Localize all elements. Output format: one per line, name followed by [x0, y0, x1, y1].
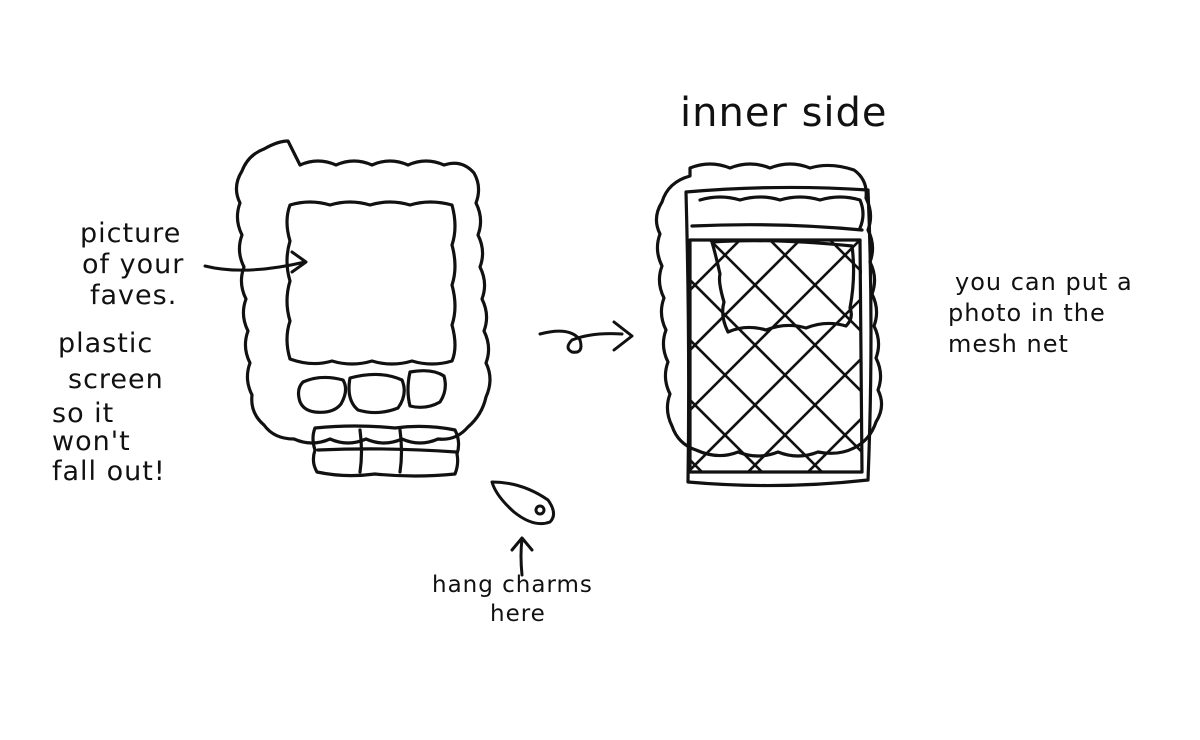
sketch-title: inner side	[680, 90, 888, 136]
plastic-line-3: so it	[52, 398, 114, 429]
plastic-note: plastic screen so it won't fall out!	[52, 328, 166, 487]
arrow-to-inner-icon	[538, 320, 634, 354]
plastic-line-4: won't	[52, 426, 131, 457]
charms-line-2: here	[490, 601, 546, 627]
charms-note: hang charms here	[432, 572, 593, 627]
front-screen-window	[285, 200, 457, 366]
picture-note: picture of your faves.	[80, 218, 184, 311]
front-key-center	[347, 372, 406, 415]
charm-tag-icon	[490, 480, 555, 526]
arrow-to-charm-icon	[510, 536, 534, 577]
plastic-line-5: fall out!	[52, 456, 166, 487]
phone-case-front-icon	[234, 139, 492, 478]
photo-line-2: photo in the	[948, 299, 1106, 327]
front-keypad	[311, 424, 461, 478]
picture-line-3: faves.	[90, 280, 177, 311]
front-key-left	[296, 375, 348, 414]
photo-note: you can put a photo in the mesh net	[948, 268, 1133, 358]
plastic-line-2: screen	[68, 364, 164, 395]
photo-line-3: mesh net	[948, 330, 1069, 358]
photo-line-1: you can put a	[955, 268, 1133, 296]
front-case-outline	[234, 139, 492, 445]
front-key-right	[406, 369, 447, 409]
arrow-to-screen-icon	[203, 250, 308, 274]
mesh-net	[690, 240, 862, 472]
charms-line-1: hang charms	[432, 572, 593, 598]
inner-mesh-frame	[688, 238, 864, 474]
picture-line-2: of your	[82, 249, 184, 280]
inner-case-outline	[654, 162, 884, 458]
plastic-line-1: plastic	[58, 328, 153, 359]
picture-line-1: picture	[80, 218, 181, 249]
